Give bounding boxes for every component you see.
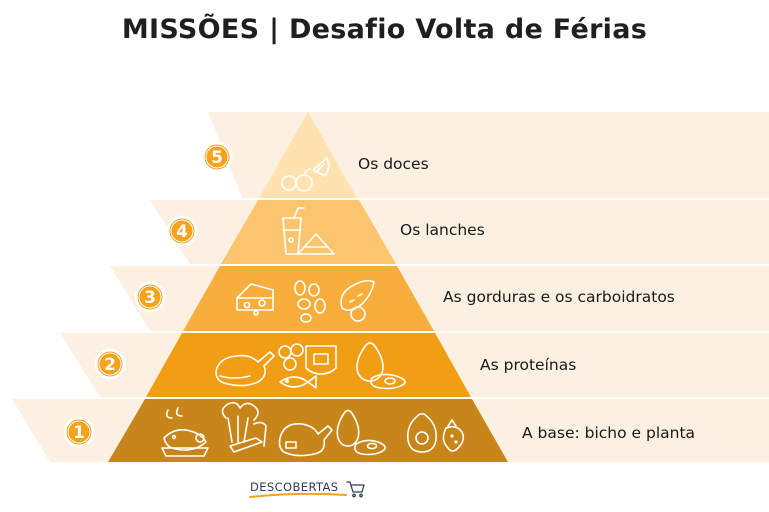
juice-sandwich-icon (282, 207, 335, 255)
page-title: MISSÕES | Desafio Volta de Férias (121, 14, 648, 45)
level-4-number: 4 (176, 222, 188, 242)
fish-basket-icon (161, 407, 209, 457)
fruit-icon (281, 157, 330, 192)
tier-level-5 (259, 112, 357, 198)
vegetables-icon (221, 401, 267, 453)
tier-level-2 (146, 333, 471, 397)
nuts-icon (294, 280, 326, 323)
steak-icon (305, 345, 337, 375)
cart-icon (346, 481, 365, 498)
level-2-number: 2 (104, 355, 116, 375)
cheese-icon (236, 283, 274, 316)
egg-icon (336, 409, 386, 456)
meat-chicken-icon (278, 422, 333, 457)
level-2-label: As proteínas (480, 356, 576, 374)
level-3-label: As gorduras e os carboidratos (443, 288, 675, 306)
brand-underline (249, 492, 347, 498)
avocado-strawberry-icon (406, 413, 465, 453)
level-5-label: Os doces (358, 155, 429, 173)
badge-3: 3 (134, 281, 166, 313)
tier-level-3 (183, 266, 434, 331)
level-4-label: Os lanches (400, 221, 485, 239)
chicken-icon (215, 351, 275, 387)
tier-level-1 (108, 399, 508, 462)
badge-1: 1 (63, 416, 95, 448)
level-1-label: A base: bicho e planta (522, 424, 695, 442)
badge-2: 2 (94, 348, 126, 380)
brand-text: DESCOBERTAS (250, 480, 339, 494)
level-5-number: 5 (211, 148, 223, 168)
pyramid-tiers (108, 112, 508, 462)
band-level-5 (208, 112, 769, 198)
badge-5: 5 (201, 141, 233, 173)
brand-logo: DESCOBERTAS (249, 480, 365, 498)
beans-icon (278, 343, 304, 371)
level-3-number: 3 (144, 288, 156, 308)
badge-4: 4 (166, 215, 198, 247)
egg-icon (356, 342, 406, 390)
tier-level-4 (221, 200, 396, 264)
sweet-potato-icon (340, 279, 375, 322)
fish-icon (279, 375, 317, 389)
level-1-number: 1 (73, 423, 85, 443)
